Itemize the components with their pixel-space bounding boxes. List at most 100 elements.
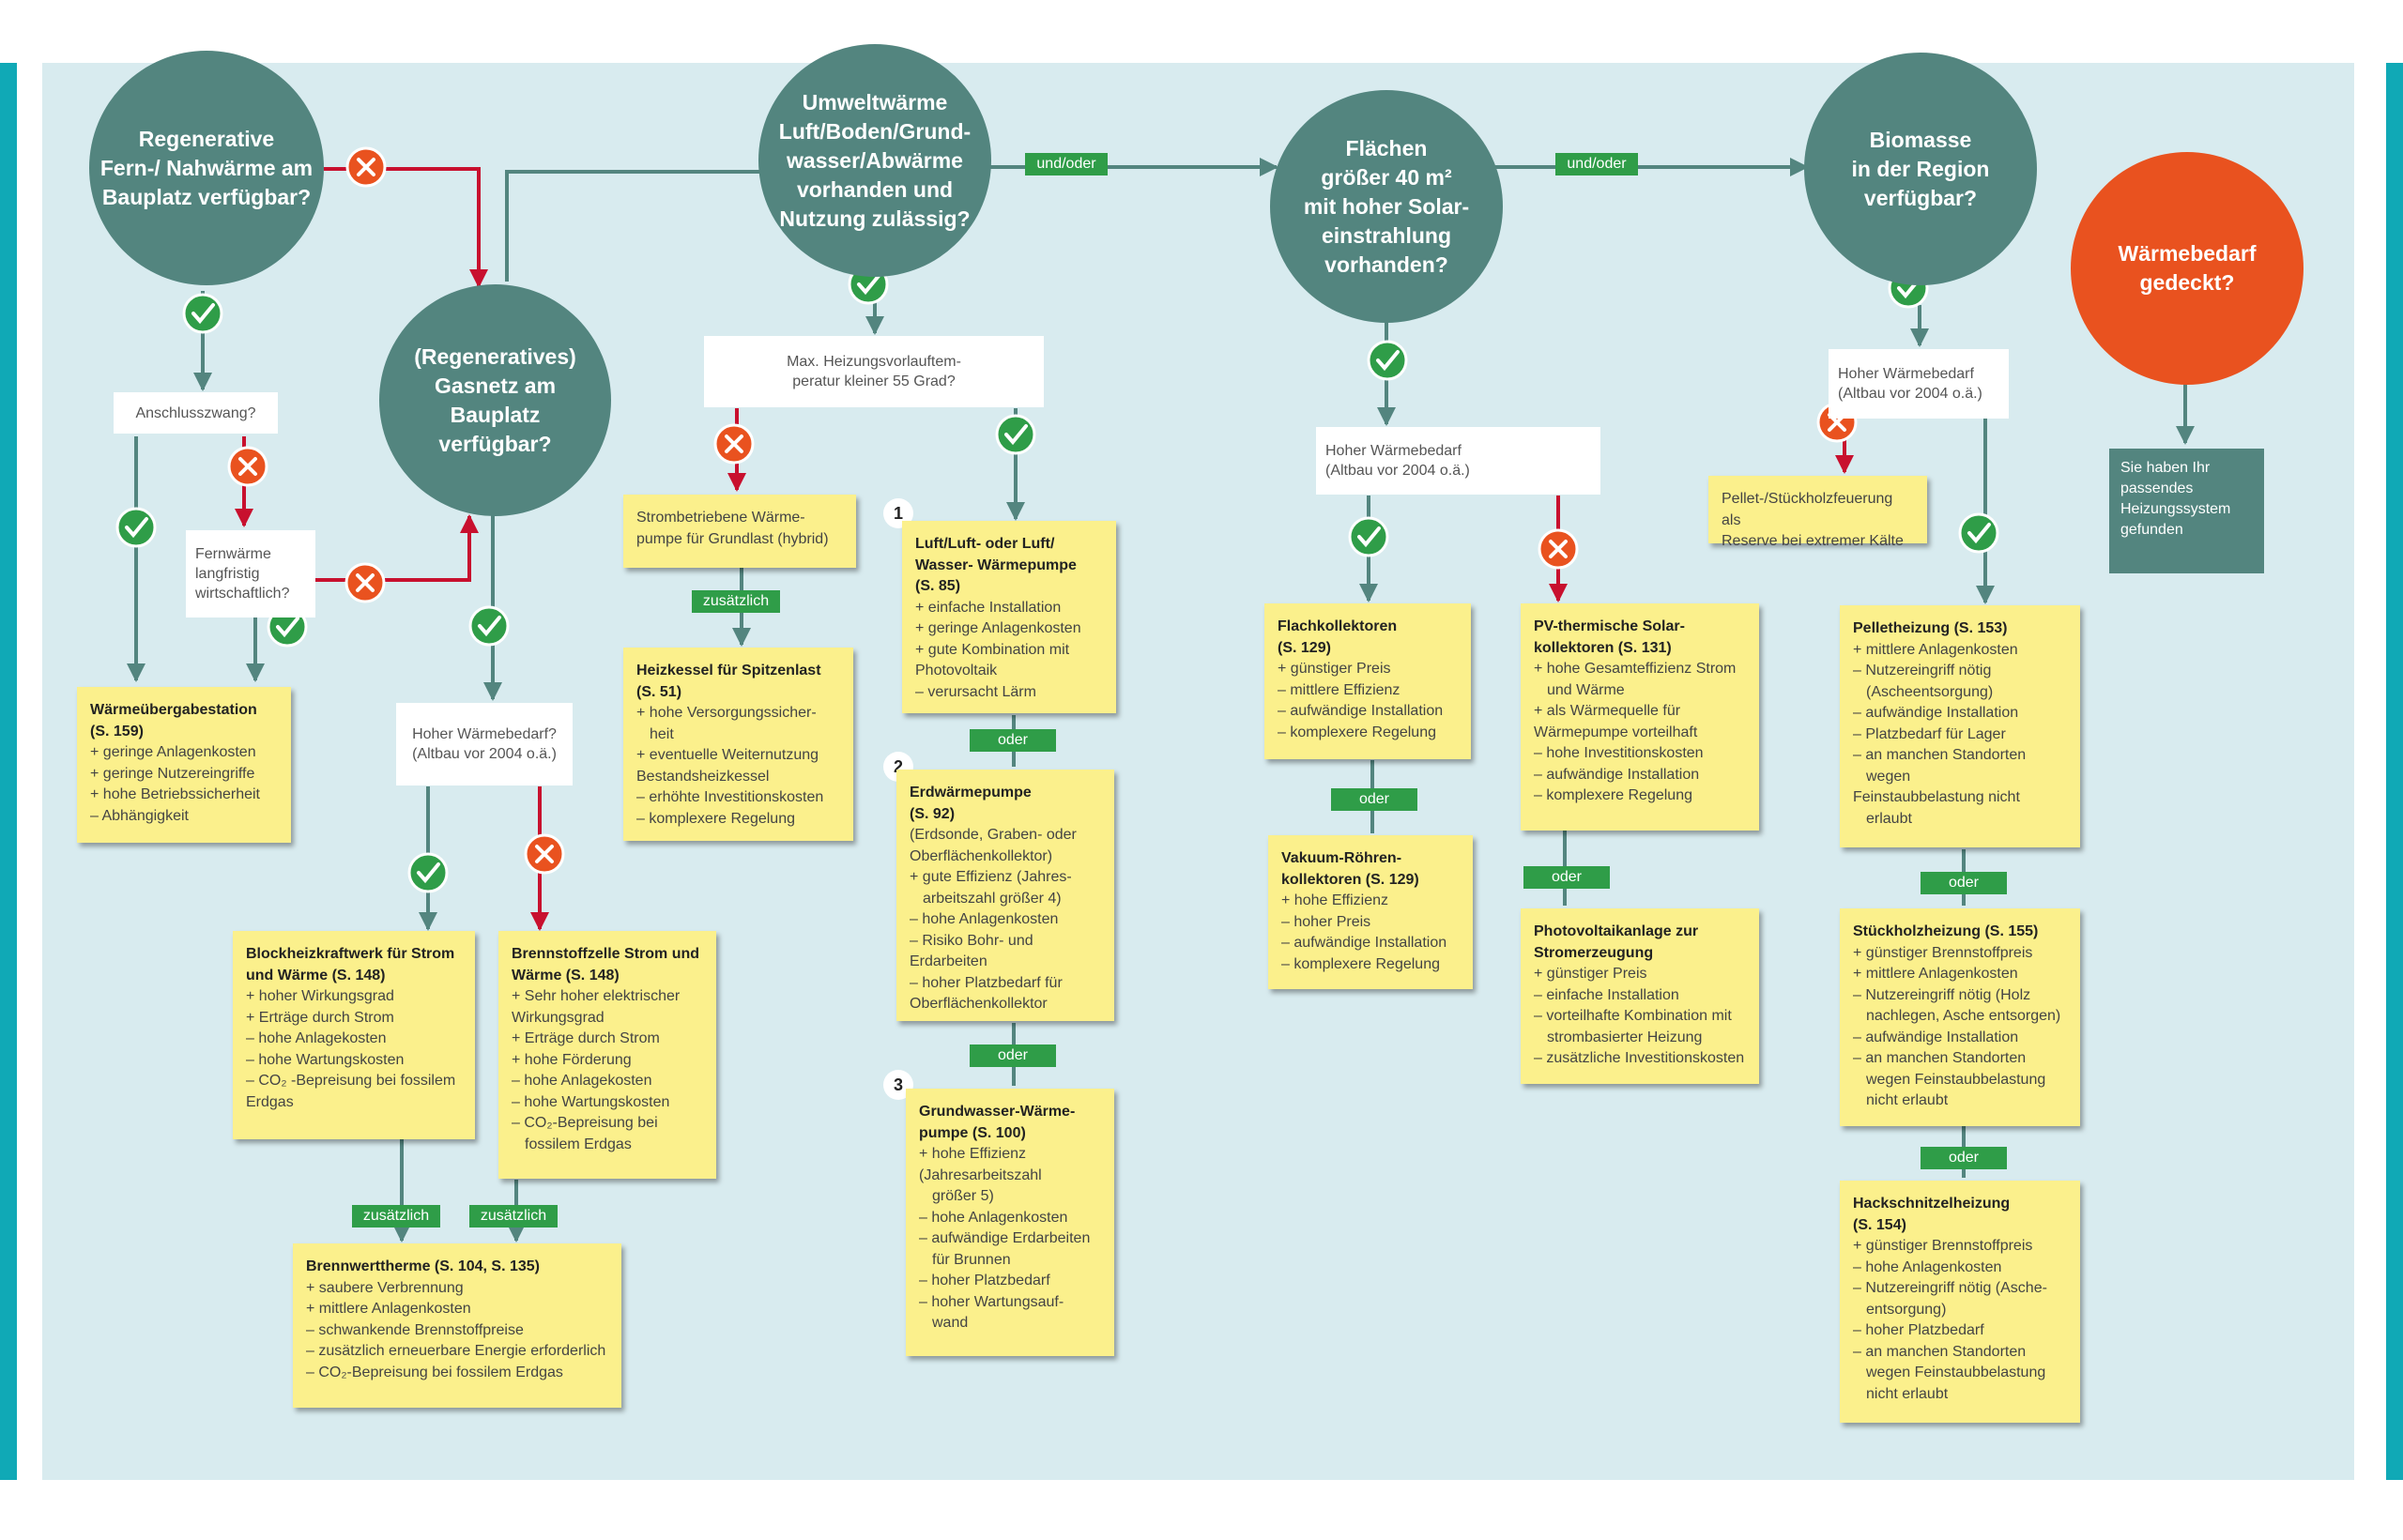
note-line: – hohe Anlagenkosten bbox=[910, 911, 1059, 927]
note-vakuum: Vakuum-Röhren- kollektoren (S. 129)+ hoh… bbox=[1268, 835, 1473, 989]
note-line: Bestandsheizkessel bbox=[636, 768, 770, 785]
note-line: fossilem Erdgas bbox=[525, 1136, 632, 1152]
note-line: + günstiger Preis bbox=[1278, 661, 1391, 677]
note-line: – Nutzereingriff nötig (Holz bbox=[1853, 986, 2031, 1003]
note-title: Luft/Luft- oder Luft/ Wasser- Wärmepumpe… bbox=[915, 536, 1077, 594]
question-biomasse: Biomasse in der Region verfügbar? bbox=[1804, 53, 2037, 285]
note-line: – aufwändige Erdarbeiten bbox=[919, 1230, 1091, 1246]
note-line: – hohe Wartungskosten bbox=[246, 1051, 405, 1068]
note-title: Brennwerttherme (S. 104, S. 135) bbox=[306, 1258, 540, 1274]
left-edge-bar bbox=[0, 63, 17, 1480]
note-title: Photovoltaikanlage zur Stromerzeugung bbox=[1534, 923, 1699, 961]
note-line: – CO₂ -Bepreisung bei fossilem bbox=[246, 1073, 456, 1089]
note-line: + gute Effizienz (Jahres- bbox=[910, 869, 1072, 885]
note-line: – mittlere Effizienz bbox=[1278, 681, 1400, 698]
note-line: Pellet-/Stückholzfeuerung als bbox=[1722, 491, 1893, 528]
question-umweltwaerme: Umweltwärme Luft/Boden/Grund- wasser/Abw… bbox=[758, 44, 991, 277]
note-grundwasser-wp: Grundwasser-Wärme- pumpe (S. 100)+ hohe … bbox=[906, 1089, 1114, 1356]
note-line: – hoher Platzbedarf bbox=[1853, 1322, 1984, 1338]
note-line: + Erträge durch Strom bbox=[512, 1030, 660, 1046]
note-line: + günstiger Brennstoffpreis bbox=[1853, 1238, 2033, 1254]
note-title: Flachkollektoren (S. 129) bbox=[1278, 618, 1398, 656]
note-line: – hohe Anlagenkosten bbox=[1853, 1258, 2002, 1275]
note-brennwert: Brennwerttherme (S. 104, S. 135)+ sauber… bbox=[293, 1243, 621, 1408]
note-title: Vakuum-Röhren- kollektoren (S. 129) bbox=[1281, 850, 1419, 888]
note-line: – zusätzlich erneuerbare Energie erforde… bbox=[306, 1343, 606, 1359]
note-line: + hohe Gesamteffizienz Strom bbox=[1534, 661, 1737, 677]
check-icon bbox=[267, 606, 308, 648]
cross-icon bbox=[227, 446, 268, 487]
note-line: (Jahresarbeitszahl bbox=[919, 1166, 1042, 1183]
label-oder-stueckholz-hack: oder bbox=[1921, 1147, 2007, 1169]
note-title: Blockheizkraftwerk für Strom und Wärme (… bbox=[246, 946, 455, 983]
note-line: Feinstaubbelastung nicht bbox=[1853, 789, 2020, 805]
note-line: – zusätzliche Investitionskosten bbox=[1534, 1050, 1745, 1066]
note-strom-wp: Strombetriebene Wärme-pumpe für Grundlas… bbox=[623, 495, 856, 568]
check-icon bbox=[115, 507, 157, 548]
note-stueckholz: Stückholzheizung (S. 155)+ günstiger Bre… bbox=[1840, 908, 2080, 1126]
note-line: + geringe Anlagenkosten bbox=[915, 620, 1081, 636]
note-line: – Risiko Bohr- und bbox=[910, 932, 1033, 949]
note-title: Hackschnitzelheizung (S. 154) bbox=[1853, 1196, 2011, 1233]
note-line: – hoher Wartungsauf- bbox=[919, 1293, 1064, 1310]
note-title: Heizkessel für Spitzenlast (S. 51) bbox=[636, 663, 821, 700]
note-pvt: PV-thermische Solar- kollektoren (S. 131… bbox=[1521, 603, 1759, 831]
subquestion-hoher-waermebedarf-solar: Hoher Wärmebedarf (Altbau vor 2004 o.ä.) bbox=[1316, 427, 1600, 495]
note-line: – Platzbedarf für Lager bbox=[1853, 725, 2006, 742]
note-line: – komplexere Regelung bbox=[1281, 955, 1440, 972]
note-line: – aufwändige Installation bbox=[1278, 703, 1444, 719]
note-line: + mittlere Anlagenkosten bbox=[1853, 641, 2018, 658]
note-line: – komplexere Regelung bbox=[1534, 787, 1692, 803]
note-line: + einfache Installation bbox=[915, 599, 1062, 616]
note-line: – an manchen Standorten bbox=[1853, 1050, 2027, 1066]
note-line: + gute Kombination mit bbox=[915, 641, 1070, 658]
note-line: + eventuelle Weiternutzung bbox=[636, 747, 819, 763]
note-line: – aufwändige Installation bbox=[1853, 705, 2019, 721]
note-line: – Nutzereingriff nötig (Asche- bbox=[1853, 1280, 2047, 1296]
note-line: + günstiger Preis bbox=[1534, 966, 1647, 982]
label-und-oder-1: und/oder bbox=[1025, 153, 1108, 175]
note-line: – vorteilhafte Kombination mit bbox=[1534, 1008, 1732, 1024]
note-heizkessel: Heizkessel für Spitzenlast (S. 51) + hohe… bbox=[623, 648, 853, 841]
note-line: + hohe Versorgungssicher- bbox=[636, 705, 817, 721]
note-line: Wärmepumpe vorteilhaft bbox=[1534, 724, 1698, 740]
note-line: und Wärme bbox=[1547, 681, 1625, 698]
label-zusaetzlich-brennstoffzelle: zusätzlich bbox=[469, 1205, 558, 1227]
note-line: nicht erlaubt bbox=[1866, 1385, 1949, 1402]
check-icon bbox=[1348, 516, 1389, 557]
note-line: + geringe Nutzereingriffe bbox=[90, 765, 255, 782]
note-line: – an manchen Standorten bbox=[1853, 747, 2027, 763]
check-icon bbox=[468, 605, 510, 647]
note-title: Erdwärmepumpe (S. 92) bbox=[910, 785, 1032, 822]
edge-fernwaerme-no bbox=[324, 167, 488, 288]
note-line: Strombetriebene Wärme- bbox=[636, 510, 805, 526]
cross-icon bbox=[713, 423, 755, 465]
note-line: + hohe Betriebssicherheit bbox=[90, 786, 260, 802]
cross-icon bbox=[1538, 528, 1579, 570]
note-title: Grundwasser-Wärme- pumpe (S. 100) bbox=[919, 1104, 1076, 1141]
note-waermeuebergabe: Wärmeübergabestation (S. 159)+ geringe A… bbox=[77, 687, 291, 843]
note-line: – hohe Anlagenkosten bbox=[919, 1209, 1068, 1226]
note-line: – CO₂-Bepreisung bei bbox=[512, 1115, 658, 1131]
note-line: Oberflächenkollektor bbox=[910, 996, 1048, 1012]
check-icon bbox=[1958, 512, 1999, 554]
note-line: – hohe Wartungskosten bbox=[512, 1093, 670, 1110]
note-line: Oberflächenkollektor) bbox=[910, 847, 1053, 864]
note-line: heit bbox=[650, 725, 674, 742]
note-line: nicht erlaubt bbox=[1866, 1092, 1949, 1108]
label-zusaetzlich-bhkw: zusätzlich bbox=[352, 1205, 440, 1227]
result-box: Sie haben Ihr passendes Heizungssystem g… bbox=[2109, 449, 2264, 573]
subquestion-hoher-waermebedarf-bio: Hoher Wärmebedarf (Altbau vor 2004 o.ä.) bbox=[1829, 349, 2009, 419]
label-oder-luft-erd: oder bbox=[970, 729, 1056, 752]
note-line: wegen Feinstaubbelastung bbox=[1866, 1365, 2046, 1380]
note-line: – hoher Preis bbox=[1281, 913, 1371, 930]
note-line: wegen bbox=[1866, 768, 1911, 785]
note-line: + geringe Anlagenkosten bbox=[90, 744, 256, 760]
note-line: – komplexere Regelung bbox=[636, 810, 795, 827]
cross-icon bbox=[524, 833, 565, 875]
note-title: Brennstoffzelle Strom und Wärme (S. 148) bbox=[512, 946, 700, 983]
check-icon bbox=[1367, 340, 1408, 381]
note-luft-wp: Luft/Luft- oder Luft/ Wasser- Wärmepumpe… bbox=[902, 521, 1116, 713]
check-icon bbox=[995, 414, 1036, 455]
